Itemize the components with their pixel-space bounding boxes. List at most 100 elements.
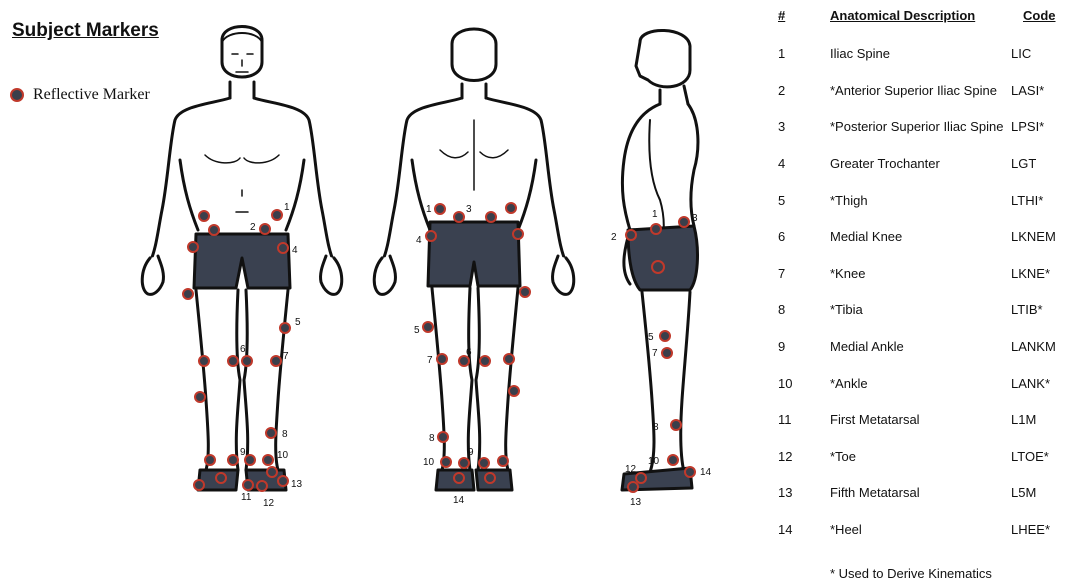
marker-label: 2	[611, 232, 617, 243]
back-figure	[374, 29, 574, 490]
marker	[498, 456, 508, 466]
row-code: L5M	[1011, 485, 1036, 500]
header-description: Anatomical Description	[830, 8, 975, 23]
marker	[260, 224, 270, 234]
row-number: 8	[778, 302, 785, 317]
marker	[263, 455, 273, 465]
row-description: *Tibia	[830, 302, 863, 317]
marker-label: 5	[414, 325, 420, 336]
side-figure	[622, 30, 698, 490]
marker	[668, 455, 678, 465]
row-number: 1	[778, 46, 785, 61]
marker	[504, 354, 514, 364]
marker	[271, 356, 281, 366]
marker	[188, 242, 198, 252]
marker-label: 10	[277, 450, 289, 461]
row-description: *Knee	[830, 266, 865, 281]
row-number: 13	[778, 485, 792, 500]
table-row: 6 Medial Knee LKNEM	[770, 229, 1066, 249]
marker-label: 2	[250, 222, 256, 233]
marker	[509, 386, 519, 396]
marker	[685, 467, 695, 477]
marker-label: 7	[652, 348, 658, 359]
row-description: Iliac Spine	[830, 46, 890, 61]
marker	[267, 467, 277, 477]
marker	[423, 322, 433, 332]
row-code: LTHI*	[1011, 193, 1043, 208]
marker	[651, 224, 661, 234]
marker	[662, 348, 672, 358]
marker	[228, 455, 238, 465]
marker	[441, 457, 451, 467]
marker	[183, 289, 193, 299]
marker-label: 11	[241, 492, 252, 503]
row-number: 11	[778, 412, 792, 427]
footnote: * Used to Derive Kinematics	[830, 566, 992, 581]
row-number: 2	[778, 83, 785, 98]
marker	[272, 210, 282, 220]
front-figure	[142, 27, 342, 491]
marker-label: 13	[291, 479, 303, 490]
marker	[628, 482, 638, 492]
row-code: LGT	[1011, 156, 1036, 171]
row-description: *Posterior Superior Iliac Spine	[830, 119, 1003, 134]
marker	[280, 323, 290, 333]
header-number: #	[778, 8, 785, 23]
marker-label: 5	[648, 332, 654, 343]
table-row: 14*HeelLHEE*	[770, 522, 1066, 542]
marker	[266, 428, 276, 438]
row-code: LPSI*	[1011, 119, 1044, 134]
marker	[652, 261, 664, 273]
marker	[480, 356, 490, 366]
row-code: LKNE*	[1011, 266, 1050, 281]
table-row: 3 *Posterior Superior Iliac Spine LPSI*	[770, 119, 1066, 139]
marker	[438, 432, 448, 442]
row-number: 9	[778, 339, 785, 354]
marker	[679, 217, 689, 227]
row-number: 3	[778, 119, 785, 134]
marker-label: 14	[453, 495, 465, 506]
row-number: 7	[778, 266, 785, 281]
marker	[435, 204, 445, 214]
header-code: Code	[1023, 8, 1056, 23]
marker-label: 13	[630, 497, 642, 508]
row-code: LIC	[1011, 46, 1031, 61]
table-row: 12*ToeLTOE*	[770, 449, 1066, 469]
row-code: L1M	[1011, 412, 1036, 427]
marker-label: 3	[692, 213, 698, 224]
marker	[626, 230, 636, 240]
marker	[205, 455, 215, 465]
marker	[671, 420, 681, 430]
row-description: *Thigh	[830, 193, 868, 208]
marker	[454, 212, 464, 222]
marker	[485, 473, 495, 483]
row-number: 14	[778, 522, 792, 537]
marker-label: 6	[240, 344, 246, 355]
row-code: LKNEM	[1011, 229, 1056, 244]
row-number: 6	[778, 229, 785, 244]
row-description: Medial Knee	[830, 229, 902, 244]
marker-label: 10	[423, 457, 435, 468]
marker	[199, 356, 209, 366]
marker	[257, 481, 267, 491]
table-row: 10*AnkleLANK*	[770, 376, 1066, 396]
marker-label: 5	[295, 317, 301, 328]
marker	[216, 473, 226, 483]
marker	[513, 229, 523, 239]
row-description: *Heel	[830, 522, 862, 537]
marker-label: 3	[466, 204, 472, 215]
row-number: 5	[778, 193, 785, 208]
marker-label: 8	[429, 433, 435, 444]
marker	[520, 287, 530, 297]
marker	[660, 331, 670, 341]
marker	[426, 231, 436, 241]
marker-label: 1	[426, 204, 432, 215]
row-number: 4	[778, 156, 785, 171]
marker	[199, 211, 209, 221]
marker	[245, 455, 255, 465]
row-description: *Anterior Superior Iliac Spine	[830, 83, 997, 98]
table-row: 13Fifth MetatarsalL5M	[770, 485, 1066, 505]
